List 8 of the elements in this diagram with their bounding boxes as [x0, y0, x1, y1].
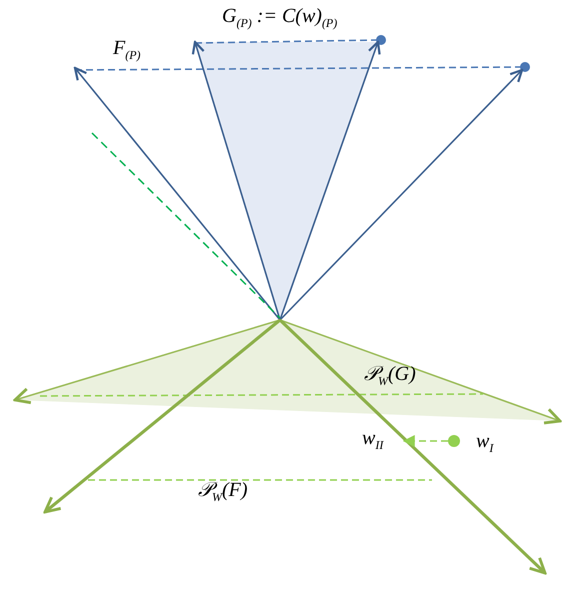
arrow	[402, 435, 448, 447]
formula-label: F$_{(P)}$	[113, 38, 141, 61]
formula-label: G$_{(P)}$ := C(w)$_{(P)}$	[222, 6, 338, 29]
point-dot	[448, 435, 460, 447]
formula-label: w$_{I}$	[476, 431, 494, 454]
formula-label: w$_{II}$	[362, 428, 384, 451]
formula-label: 𝒫$_{W}$(F)	[198, 480, 248, 503]
formula-label: 𝒫$_{W}$(G)	[364, 364, 416, 387]
